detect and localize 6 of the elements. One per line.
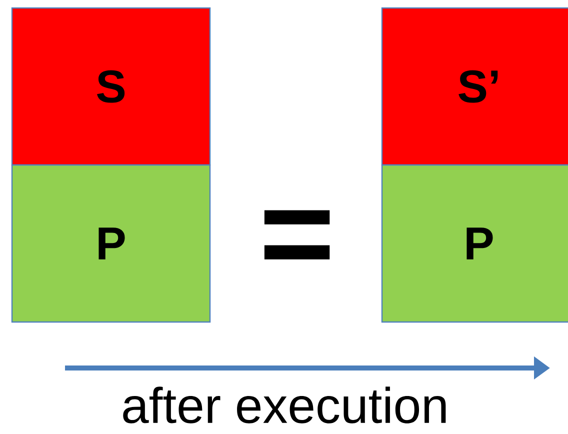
block-box: P bbox=[381, 164, 568, 323]
block-box: P bbox=[11, 164, 211, 323]
equals-sign: = bbox=[264, 210, 330, 260]
block-box: S’ bbox=[381, 7, 568, 166]
caption-text: after execution bbox=[123, 386, 446, 424]
block-box: S bbox=[11, 7, 211, 166]
